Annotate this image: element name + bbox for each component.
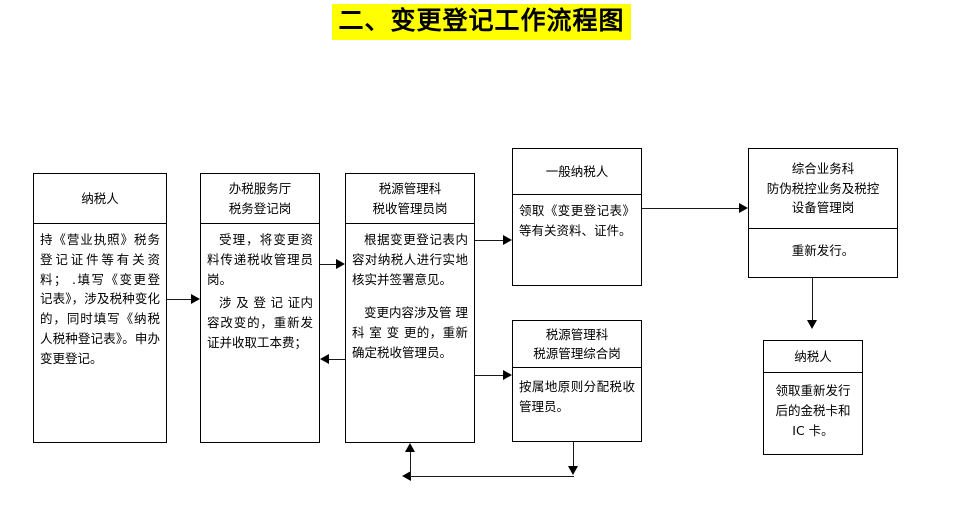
box-header-general-taxpayer: 一般纳税人 [513, 149, 641, 195]
connector-general-post-down [573, 442, 574, 470]
flow-box-tax-source-admin: 税源管理科 税收管理员岗 根据变更登记表内容对纳税人进行实地核实并签署意见。 变… [345, 173, 475, 443]
arrowhead-taxpayer-to-hall [191, 294, 200, 304]
arrowhead-admin-to-general-post [503, 370, 512, 380]
page-title: 二、变更登记工作流程图 [332, 4, 631, 40]
arrowhead-admin-to-general-taxpayer [503, 235, 512, 245]
title-bar: 二、变更登记工作流程图 [0, 4, 963, 40]
connector-admin-to-hall-return [328, 359, 345, 360]
flow-box-tax-service-hall: 办税服务厅 税务登记岗 受理，将变更资料传递税收管理员岗。 涉 及 登 记 证内… [200, 173, 320, 443]
arrowhead-hall-to-admin [336, 259, 345, 269]
box-header-tax-source-general-post: 税源管理科 税源管理综合岗 [513, 321, 641, 368]
arrowhead-general-post-down [568, 466, 578, 475]
connector-admin-to-general-taxpayer [475, 240, 504, 241]
connector-admin-to-general-post [475, 375, 504, 376]
connector-comprehensive-to-taxpayer-end [812, 278, 813, 322]
arrowhead-general-taxpayer-to-comprehensive [739, 203, 748, 213]
box-body-general-taxpayer: 领取《变更登记表》等有关资料、证件。 [519, 203, 635, 238]
box-body-taxpayer-end: 领取重新发行后的金税卡和 IC 卡。 [775, 383, 851, 438]
box-body-tax-source-general-post: 按属地原则分配税收管理员。 [519, 379, 635, 414]
box-header-comprehensive-business: 综合业务科 防伪税控业务及税控 设备管理岗 [749, 149, 897, 229]
arrowhead-feedback-up-to-admin [405, 443, 415, 452]
flow-box-taxpayer-start: 纳税人 持《营业执照》税务 登记证件等有关资料； .填写《变更登记表》，涉及税种… [33, 173, 167, 443]
arrowhead-comprehensive-to-taxpayer-end [807, 320, 817, 329]
connector-general-taxpayer-to-comprehensive [642, 208, 740, 209]
flow-box-tax-source-general-post: 税源管理科 税源管理综合岗 按属地原则分配税收管理员。 [512, 320, 642, 442]
arrowhead-feedback-bottom-left [402, 471, 411, 481]
box-header-taxpayer-end: 纳税人 [764, 341, 862, 373]
box-body-comprehensive-business: 重新发行。 [791, 243, 855, 258]
box-header-taxpayer-start: 纳税人 [34, 174, 166, 224]
box-body-tax-service-hall-part1: 受理，将变更资料传递税收管理员岗。 [207, 232, 313, 287]
box-body-tax-source-admin-part2: 变更内容涉及管 理 科 室 变 更的，重新确定税收管理员。 [352, 305, 468, 360]
flow-box-taxpayer-end: 纳税人 领取重新发行后的金税卡和 IC 卡。 [763, 340, 863, 455]
box-header-tax-source-admin: 税源管理科 税收管理员岗 [346, 174, 474, 224]
connector-taxpayer-to-hall [167, 299, 192, 300]
box-header-tax-service-hall: 办税服务厅 税务登记岗 [201, 174, 319, 224]
flow-box-comprehensive-business: 综合业务科 防伪税控业务及税控 设备管理岗 重新发行。 [748, 148, 898, 278]
box-body-tax-service-hall-part2: 涉 及 登 记 证内容改变的，重新发证并收取工本费； [207, 295, 313, 350]
connector-hall-to-admin [320, 264, 337, 265]
box-body-taxpayer-start: 持《营业执照》税务 登记证件等有关资料； .填写《变更登记表》，涉及税种变化的，… [40, 232, 160, 366]
connector-feedback-bottom [410, 476, 574, 477]
box-body-tax-source-admin-part1: 根据变更登记表内容对纳税人进行实地核实并签署意见。 [352, 232, 468, 287]
arrowhead-admin-to-hall-return [320, 354, 329, 364]
connector-feedback-up-to-admin [410, 452, 411, 477]
flow-box-general-taxpayer: 一般纳税人 领取《变更登记表》等有关资料、证件。 [512, 148, 642, 286]
